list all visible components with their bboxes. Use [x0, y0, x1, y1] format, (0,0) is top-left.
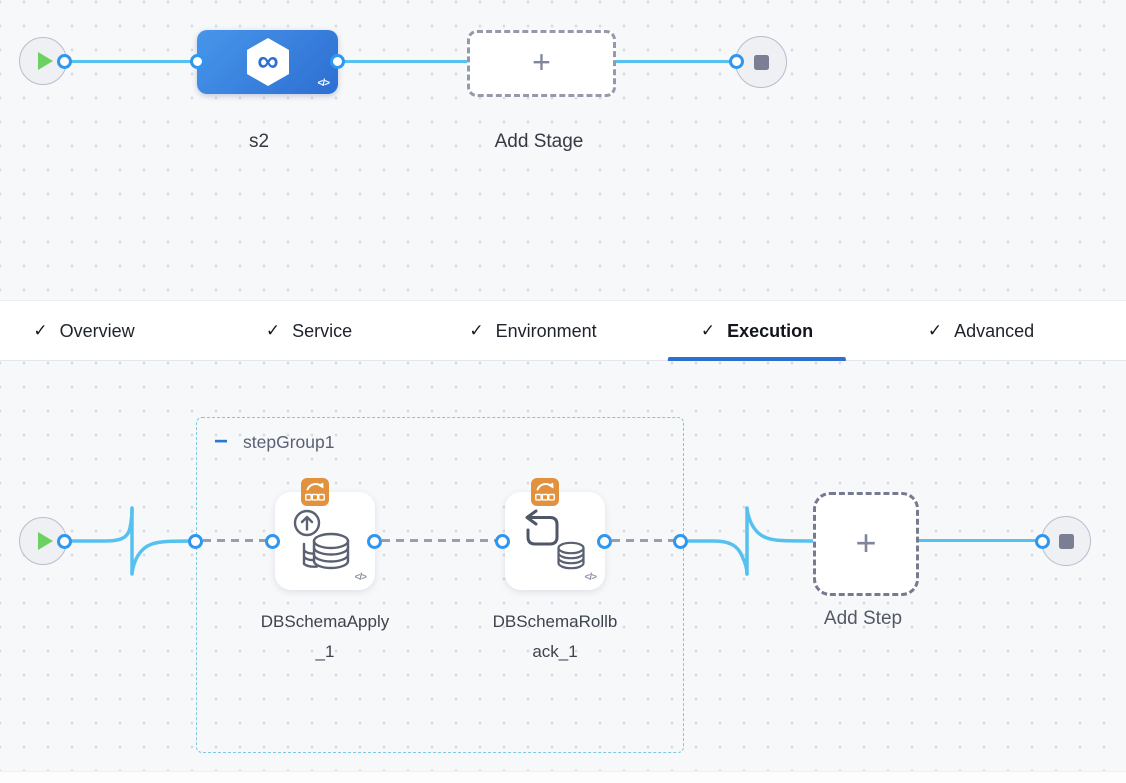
step-group-boundary[interactable]	[196, 417, 684, 753]
db-schema-rollback-icon	[525, 509, 585, 570]
connector-dot[interactable]	[330, 54, 345, 69]
check-icon: ✓	[927, 321, 943, 340]
tab-environment[interactable]: ✓ Environment	[459, 301, 606, 361]
connector-dot[interactable]	[57, 534, 72, 549]
plus-icon: +	[855, 521, 877, 563]
step-name-label: DBSchemaRollback_1	[492, 612, 618, 661]
stop-icon	[1058, 533, 1074, 549]
tab-label: Service	[292, 320, 353, 341]
check-icon: ✓	[265, 321, 281, 340]
connector-dot[interactable]	[57, 54, 72, 69]
add-stage-label: Add Stage	[494, 131, 584, 152]
play-icon	[37, 532, 53, 550]
dashed-connector	[382, 539, 496, 542]
dashed-connector	[203, 539, 266, 542]
db-devops-badge-icon	[301, 478, 329, 506]
yaml-code-marker: </>	[317, 78, 331, 89]
connector-line	[913, 539, 1039, 542]
connector-line	[338, 60, 468, 63]
tab-label: Overview	[59, 320, 135, 341]
yaml-code-marker: </>	[584, 572, 598, 583]
stage-settings-tabbar: ✓ Overview ✓ Service ✓ Environment ✓ Exe…	[0, 300, 1126, 361]
tab-label: Execution	[727, 320, 814, 341]
stop-icon	[753, 54, 769, 70]
collapse-step-group-button[interactable]: −	[214, 428, 229, 455]
tab-overview[interactable]: ✓ Overview	[23, 301, 144, 361]
check-icon: ✓	[469, 321, 484, 340]
stage-name-label: s2	[248, 131, 270, 152]
branch-connector	[70, 506, 200, 576]
plus-icon: +	[532, 44, 551, 80]
execution-end-node	[1041, 516, 1091, 566]
tab-service[interactable]: ✓ Service	[256, 301, 362, 361]
db-schema-apply-icon	[293, 509, 350, 570]
tab-execution[interactable]: ✓ Execution	[668, 301, 846, 361]
connector-dot[interactable]	[729, 54, 744, 69]
step-name-label: DBSchemaApply_1	[260, 612, 390, 661]
stage-node-s2[interactable]: ∞ </>	[197, 30, 338, 94]
connector-dot[interactable]	[597, 534, 612, 549]
harness-hexagon-icon: ∞	[247, 38, 289, 86]
yaml-code-marker: </>	[354, 572, 368, 583]
connector-dot[interactable]	[673, 534, 688, 549]
check-icon: ✓	[33, 321, 48, 340]
active-tab-underline	[668, 357, 846, 361]
tab-label: Environment	[495, 320, 597, 341]
infinity-glyph: ∞	[257, 45, 279, 78]
add-stage-button[interactable]: +	[467, 30, 616, 97]
check-icon: ✓	[700, 321, 716, 340]
tab-label: Advanced	[954, 320, 1035, 341]
add-step-button[interactable]: +	[813, 492, 919, 596]
add-step-label: Add Step	[823, 608, 903, 629]
step-node-dbschemaapply[interactable]: </>	[275, 478, 375, 590]
step-group-header[interactable]: − stepGroup1	[214, 428, 335, 455]
pipeline-canvas: ∞ </> s2 + Add Stage	[0, 0, 1126, 300]
connector-dot[interactable]	[495, 534, 510, 549]
connector-dot[interactable]	[1035, 534, 1050, 549]
connector-dot[interactable]	[367, 534, 382, 549]
branch-connector	[688, 506, 813, 576]
connector-dot[interactable]	[265, 534, 280, 549]
step-node-dbschemarollback[interactable]: </>	[505, 478, 605, 590]
tab-advanced[interactable]: ✓ Advanced	[918, 301, 1044, 361]
db-devops-badge-icon	[531, 478, 559, 506]
connector-line	[610, 60, 738, 63]
play-icon	[37, 52, 53, 70]
canvas-bottom-edge	[0, 771, 1126, 783]
dashed-connector	[612, 539, 674, 542]
connector-dot[interactable]	[188, 534, 203, 549]
connector-dot[interactable]	[190, 54, 205, 69]
step-group-name: stepGroup1	[243, 431, 335, 452]
connector-line	[67, 60, 198, 63]
